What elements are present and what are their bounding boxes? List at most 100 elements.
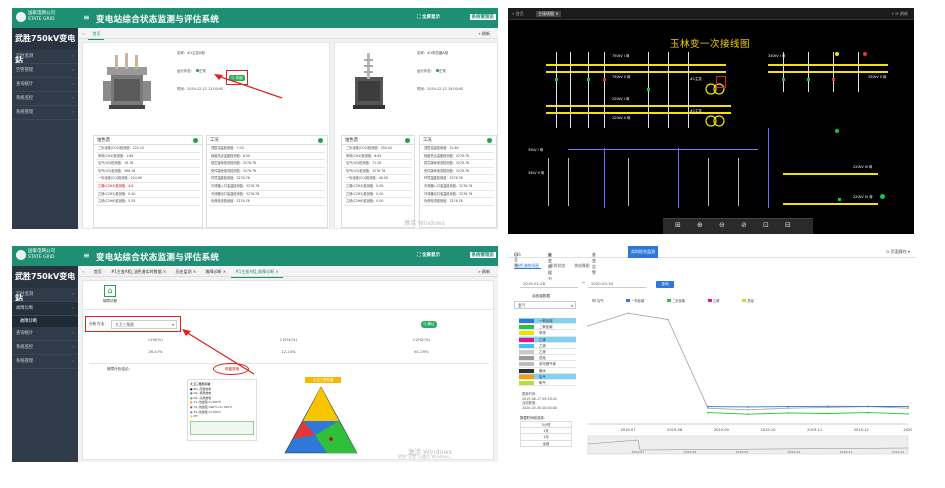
- breaker-open[interactable]: [603, 78, 606, 81]
- date-to-input[interactable]: 2020-03-30: [588, 280, 646, 288]
- sidebar-item[interactable]: 查询统计: [12, 78, 78, 92]
- method-select[interactable]: 大卫三角图▾: [111, 320, 177, 329]
- nav-monitoring[interactable]: 实时综合监测: [628, 246, 658, 258]
- table-row: 冷却器出口油温检测值：3276.76: [422, 191, 494, 199]
- subtab-thermal[interactable]: 热成像图: [574, 263, 590, 268]
- ok-status-icon: [318, 138, 323, 143]
- period-option[interactable]: 全部: [520, 440, 572, 447]
- gas-select[interactable]: 氢气▾: [514, 301, 576, 309]
- gas-list-item[interactable]: 氧气: [519, 380, 576, 387]
- export-icon[interactable]: ⊡: [763, 221, 769, 229]
- breaker-open[interactable]: [832, 78, 835, 81]
- tab-realtime[interactable]: #1主变A相_油色谱实时数据 ×: [111, 269, 167, 274]
- subtab-oil-curve[interactable]: 油色谱曲线图: [514, 263, 541, 269]
- table-row: 铁芯接地电流检测值：3276.76: [209, 160, 325, 168]
- gas-list-item[interactable]: 微水: [519, 368, 576, 374]
- breaker-closed[interactable]: [647, 88, 650, 91]
- subtab-status[interactable]: 实时状态: [550, 263, 566, 268]
- data-point: [747, 408, 749, 411]
- period-option[interactable]: 1月: [520, 434, 572, 441]
- tab-history[interactable]: 历史监测 ×: [175, 269, 197, 274]
- date-from-input[interactable]: 2019-02-28: [520, 280, 578, 288]
- menu-toggle-icon[interactable]: ≡: [83, 13, 90, 22]
- gas-list-item[interactable]: 一氧化碳: [519, 318, 576, 325]
- range-tick-label: 2019-11: [840, 450, 853, 454]
- sidebar-subitem-diagnosis[interactable]: 故障诊断: [12, 316, 78, 327]
- gas-color-swatch: [519, 356, 534, 361]
- col-header: C2H4(%): [280, 337, 297, 342]
- gas-list-item[interactable]: 乙炔: [519, 343, 576, 349]
- sidebar-item[interactable]: 系统监控: [12, 341, 78, 355]
- gas-list-item[interactable]: 甲烷: [519, 330, 576, 337]
- sidebar-item[interactable]: 系统监控: [12, 92, 78, 106]
- admin-button[interactable]: 系统管理员: [469, 14, 496, 20]
- highlight-box: [716, 76, 726, 88]
- tab-prev-icon[interactable]: «: [82, 31, 85, 36]
- gas-list-item[interactable]: 二氧化碳: [519, 324, 576, 331]
- tab-prev-icon[interactable]: «: [82, 269, 85, 274]
- detail-button[interactable]: Q 详细: [229, 75, 245, 81]
- query-button[interactable]: 查询: [656, 281, 674, 288]
- sidebar-item[interactable]: 告警管理: [12, 64, 78, 78]
- gas-list-item[interactable]: 总可燃气体: [519, 361, 576, 368]
- sidebar-item[interactable]: 系统管理: [12, 106, 78, 120]
- diagnosis-tool[interactable]: ⌂ 故障诊断: [97, 285, 123, 307]
- legend-item[interactable]: 氢气: [592, 299, 603, 303]
- table-title: 工况: [207, 136, 327, 145]
- tab-home[interactable]: « 首页: [512, 11, 524, 16]
- breaker-closed[interactable]: [838, 198, 841, 201]
- sidebar-item-diagnosis[interactable]: 故障诊断: [12, 302, 78, 316]
- tab-diagnosis[interactable]: 故障诊断 ×: [205, 269, 227, 274]
- breaker-closed[interactable]: [587, 78, 590, 81]
- transformer-2-symbol[interactable]: [704, 114, 728, 128]
- fullscreen-button[interactable]: ⛶ 全屏显示: [417, 15, 440, 20]
- legend-item[interactable]: 一氧化碳: [626, 299, 644, 303]
- legend-item[interactable]: 二氧化碳: [667, 299, 685, 303]
- zoom-out-icon[interactable]: ⊖: [719, 221, 725, 229]
- gas-list-item[interactable]: 乙烷: [519, 349, 576, 356]
- table-row: 环境温度检测值：3276.76: [422, 175, 494, 183]
- sidebar-item[interactable]: 实时监测: [12, 288, 78, 302]
- gas-list-item[interactable]: 乙烯: [519, 336, 576, 343]
- print-icon[interactable]: ⊟: [785, 221, 791, 229]
- tab-wiring[interactable]: 主接线图 ×: [536, 11, 561, 17]
- page-actions-menu[interactable]: ⊙ 页面操作 ▾: [886, 249, 910, 254]
- range-tick-label: 2019-08: [684, 450, 697, 454]
- confirm-button[interactable]: Q 确认: [421, 321, 437, 328]
- refresh-button[interactable]: » ⟳ 刷新: [891, 11, 908, 16]
- tab-fault-diagnosis[interactable]: #1主变A相_故障诊断 ×: [231, 266, 283, 278]
- data-point: [587, 325, 589, 327]
- legend-item[interactable]: 总烃: [742, 299, 754, 303]
- breaker-closed[interactable]: [807, 78, 810, 81]
- feeder-line: [568, 158, 569, 206]
- transformer-1-symbol[interactable]: [704, 82, 728, 96]
- feeder-line: [628, 158, 629, 206]
- x-tick-label: 2019-10: [760, 428, 776, 432]
- period-option[interactable]: 1天: [520, 427, 572, 434]
- tab-home[interactable]: 首页: [93, 269, 102, 274]
- table-row: 乙烯(C2H4)检测值：0.00: [344, 183, 412, 191]
- legend-item[interactable]: 乙烯: [707, 299, 719, 303]
- table-row: 氧气(O2)检测值：3276.76: [344, 168, 412, 176]
- refresh-button[interactable]: « 刷新: [478, 31, 490, 36]
- sidebar-item[interactable]: 系统管理: [12, 355, 78, 369]
- tab-home[interactable]: 首页: [88, 28, 105, 40]
- gas-list-label: 二氧化碳: [539, 325, 553, 330]
- admin-button[interactable]: 系统管理员: [469, 252, 496, 258]
- menu-toggle-icon[interactable]: ≡: [83, 251, 90, 260]
- fit-view-icon[interactable]: ⊞: [675, 221, 681, 229]
- fullscreen-button[interactable]: ⛶ 全屏显示: [417, 253, 440, 258]
- gas-list-item[interactable]: 氢气: [519, 373, 576, 380]
- breaker-closed[interactable]: [782, 78, 785, 81]
- zoom-in-icon[interactable]: ⊕: [697, 221, 703, 229]
- sidebar-item[interactable]: 查询统计: [12, 327, 78, 341]
- table-row: 绕组热点温度检测值：3276.76: [422, 153, 494, 161]
- sidebar-item[interactable]: 实时监测: [12, 50, 78, 64]
- legend-marker: ●: [190, 409, 193, 414]
- reset-icon[interactable]: ⊘: [741, 221, 747, 229]
- gas-list-item[interactable]: 总烃: [519, 355, 576, 362]
- refresh-button[interactable]: » 刷新: [478, 269, 490, 274]
- period-option[interactable]: 3小时: [520, 421, 572, 428]
- breaker-closed[interactable]: [555, 78, 558, 81]
